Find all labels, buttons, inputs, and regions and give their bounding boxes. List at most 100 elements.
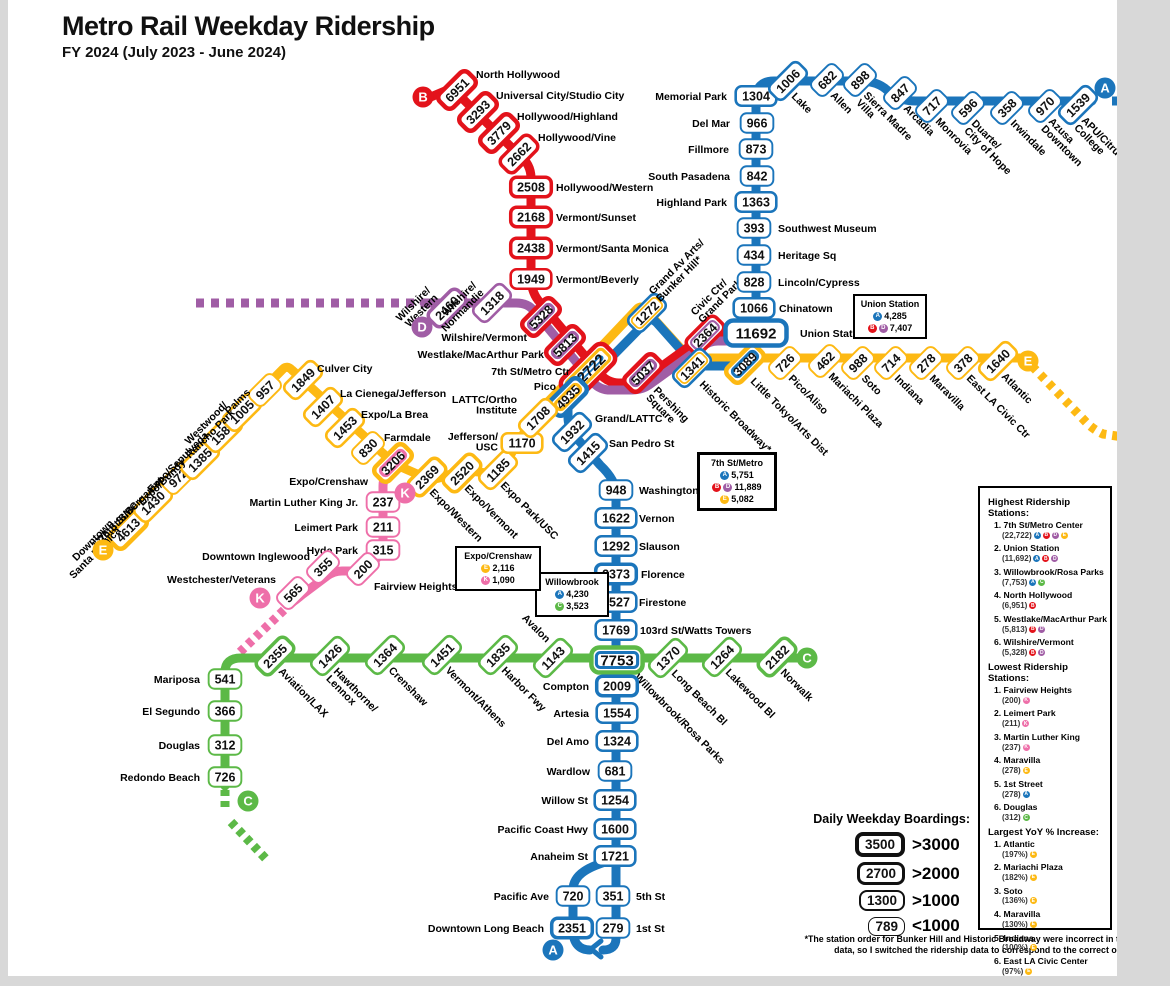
station-label-norwalk: Norwalk [778, 667, 815, 704]
station-value: 2009 [603, 680, 631, 694]
station-del-amo: 1324 [595, 729, 639, 753]
panel-item-name: 2. Mariachi Plaza [994, 862, 1063, 873]
line-dot-e-icon: E [720, 494, 730, 504]
station-value: 1324 [603, 735, 631, 749]
station-heritage-sq: 434 [736, 244, 772, 266]
station-value: 1949 [517, 273, 545, 287]
panel-item-name: 2. Leimert Park [994, 708, 1056, 719]
panel-item-east-la-civic-center: 6. East LA Civic Center(97%)E [994, 956, 1110, 976]
station-value: 720 [563, 890, 584, 904]
svg-text:B: B [418, 90, 427, 105]
svg-text:Irwindale: Irwindale [1008, 118, 1049, 159]
station-value: 2508 [517, 181, 545, 195]
panel-item-atlantic: 1. Atlantic(197%)E [994, 839, 1110, 859]
svg-text:Avalon: Avalon [519, 612, 552, 645]
line-dot-b-icon: B [867, 323, 877, 333]
line-dot-b-icon: B [1029, 649, 1037, 657]
panel-section-title: Highest Ridership Stations: [988, 497, 1071, 519]
station-jefferson-usc: 1170 [500, 431, 544, 455]
station-label-north-hollywood: North Hollywood [476, 69, 560, 81]
line-dot-d-icon: D [878, 323, 888, 333]
station-value: 1527 [602, 596, 630, 610]
svg-text:La Cienega/Jefferson: La Cienega/Jefferson [340, 388, 446, 400]
station-label-la-cienega-jefferson: La Cienega/Jefferson [340, 388, 446, 400]
station-artesia: 1554 [595, 701, 639, 725]
station-label-union-station: Union Station [800, 328, 868, 340]
panel-item-leimert-park: 2. Leimert Park(211)K [994, 708, 1110, 728]
station-civic-ctr-grand-park: 2364 [684, 314, 726, 356]
station-expo-crenshaw: 3206 [371, 441, 415, 485]
legend-row: 3500>3000 [800, 832, 970, 857]
station-value: 726 [215, 771, 236, 785]
station-label-pico: Pico [534, 381, 556, 393]
station-label-hollywood-highland: Hollywood/Highland [517, 111, 618, 123]
station-pacific-ave: 720 [555, 885, 591, 907]
station-southwest-museum: 393 [736, 217, 772, 239]
svg-text:Hollywood/Highland: Hollywood/Highland [517, 111, 618, 123]
legend-row: 1300>1000 [800, 890, 970, 911]
svg-text:Washington: Washington [639, 485, 699, 497]
station-label-103rd-st-watts-towers: 103rd St/Watts Towers [640, 625, 752, 637]
line-badge-b: B [412, 86, 434, 108]
station-label-downtown-long-beach: Downtown Long Beach [428, 923, 544, 935]
svg-text:Wardlow: Wardlow [547, 766, 591, 778]
line-badge-e: E [1017, 350, 1039, 372]
svg-text:Downtown Long Beach: Downtown Long Beach [428, 923, 544, 935]
panel-item-fairview-heights: 1. Fairview Heights(200)K [994, 684, 1110, 705]
svg-text:North Hollywood: North Hollywood [476, 69, 560, 81]
station-value: 1554 [603, 707, 631, 721]
svg-text:Willow St: Willow St [541, 795, 588, 807]
line-dot-e-icon: E [1029, 897, 1037, 905]
line-dot-a-icon: A [873, 311, 883, 321]
svg-text:Mariposa: Mariposa [154, 674, 200, 686]
callout-title: Expo/Crenshaw [464, 551, 532, 561]
station-label-hollywood-western: Hollywood/Western [556, 182, 653, 194]
station-label-compton: Compton [543, 681, 589, 693]
panel-item-name: 1. Fairview Heights [994, 684, 1072, 695]
svg-text:Florence: Florence [641, 569, 685, 581]
station-label-san-pedro-st: San Pedro St [609, 438, 675, 450]
station-value: 312 [215, 739, 236, 753]
svg-text:1st St: 1st St [636, 923, 665, 935]
svg-text:7th St/Metro Ctr: 7th St/Metro Ctr [491, 366, 570, 378]
line-dot-b-icon: B [1029, 602, 1037, 610]
station-label-artesia: Artesia [553, 708, 589, 720]
line-dot-e-icon: E [481, 563, 491, 573]
station-label-leimert-park: Leimert Park [294, 522, 358, 534]
rankings-panel: Highest Ridership Stations:1. 7th St/Met… [978, 486, 1112, 986]
line-dot-k-icon: K [1022, 696, 1030, 704]
svg-text:K: K [400, 486, 410, 501]
svg-text:E: E [1024, 354, 1033, 369]
svg-text:Martin Luther King Jr.: Martin Luther King Jr. [249, 497, 358, 509]
svg-text:Downtown Inglewood: Downtown Inglewood [202, 551, 310, 563]
line-dot-e-icon: E [1060, 531, 1068, 539]
svg-text:E: E [99, 543, 108, 558]
svg-text:Jefferson/: Jefferson/ [448, 431, 498, 443]
panel-item-name: 2. Union Station [994, 543, 1060, 554]
svg-text:Culver City: Culver City [317, 363, 373, 375]
panel-item-name: 3. Willowbrook/Rosa Parks [994, 566, 1104, 577]
station-highland-park: 1363 [734, 190, 778, 214]
station-value: 1292 [602, 540, 630, 554]
line-dot-b-icon: B [712, 482, 722, 492]
svg-text:Memorial Park: Memorial Park [655, 91, 727, 103]
station-label-mariposa: Mariposa [154, 674, 200, 686]
panel-item-mariachi-plaza: 2. Mariachi Plaza(182%)E [994, 862, 1110, 882]
station-norwalk: 2182 [756, 636, 798, 678]
station-label-jefferson-usc: Jefferson/USC [448, 431, 499, 454]
station-label-del-mar: Del Mar [692, 118, 730, 130]
svg-text:Anaheim St: Anaheim St [530, 851, 588, 863]
line-dot-k-icon: K [1022, 743, 1030, 751]
page-title: Metro Rail Weekday Ridership [62, 11, 435, 41]
